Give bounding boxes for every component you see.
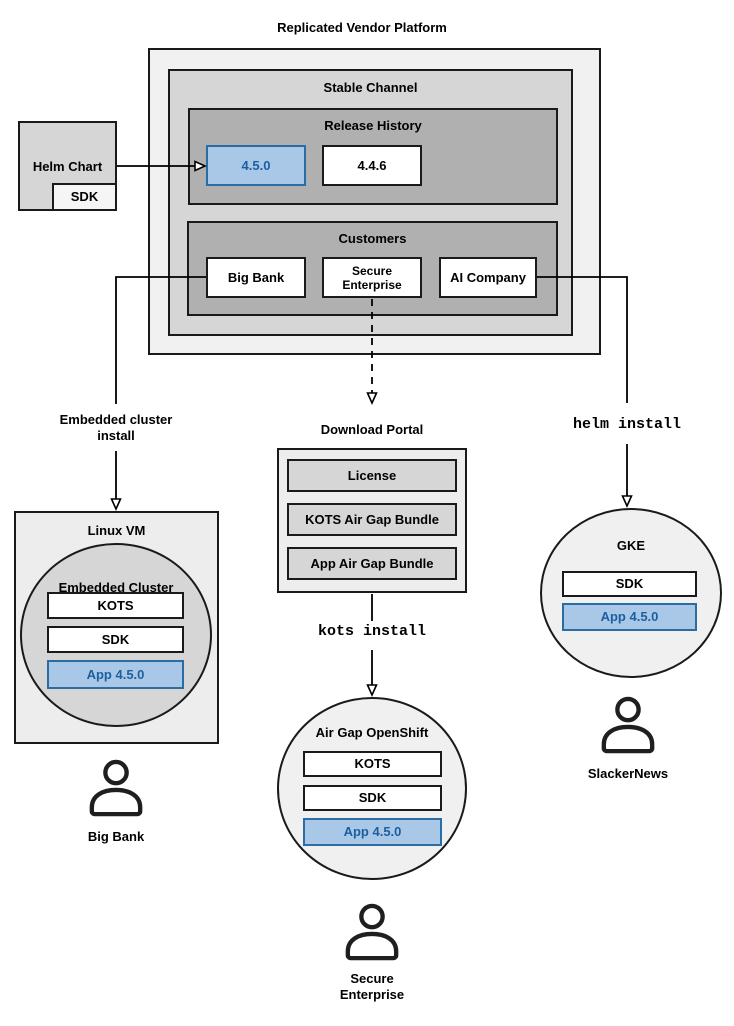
openshift-sdk-label: SDK xyxy=(358,790,387,805)
release-446-box: 4.4.6 xyxy=(322,145,422,186)
customers-label: Customers xyxy=(338,231,407,246)
customers-box: Customers Big Bank Secure Enterprise AI … xyxy=(187,221,558,316)
gke-sdk-label: SDK xyxy=(615,576,644,591)
gke-circle: GKE SDK App 4.5.0 xyxy=(540,508,722,678)
customer-big-bank-box: Big Bank xyxy=(206,257,306,298)
customer-secure-enterprise-box: Secure Enterprise xyxy=(322,257,422,298)
portal-app-bundle-box: App Air Gap Bundle xyxy=(287,547,457,580)
portal-kots-bundle-label: KOTS Air Gap Bundle xyxy=(305,511,439,527)
big-bank-user-icon xyxy=(89,759,143,817)
big-bank-user-label: Big Bank xyxy=(87,829,145,844)
download-portal-label: Download Portal xyxy=(320,422,424,437)
openshift-app-label: App 4.5.0 xyxy=(343,824,402,839)
airgap-openshift-circle: Air Gap OpenShift KOTS SDK App 4.5.0 xyxy=(277,697,467,880)
openshift-kots-label: KOTS xyxy=(354,756,391,771)
customer-secure-enterprise-label: Secure Enterprise xyxy=(342,263,402,292)
portal-kots-bundle-box: KOTS Air Gap Bundle xyxy=(287,503,457,536)
helm-install-command: helm install xyxy=(572,416,682,433)
gke-sdk-box: SDK xyxy=(562,571,697,597)
embedded-kots-label: KOTS xyxy=(97,597,134,613)
kots-install-command: kots install xyxy=(317,623,427,640)
portal-app-bundle-label: App Air Gap Bundle xyxy=(310,555,434,571)
portal-license-label: License xyxy=(347,467,397,483)
helm-chart-label: Helm Chart xyxy=(32,159,103,174)
diagram-title: Replicated Vendor Platform xyxy=(277,20,447,35)
customer-ai-company-box: AI Company xyxy=(439,257,537,298)
portal-license-box: License xyxy=(287,459,457,492)
embedded-install-label: Embedded cluster install xyxy=(59,412,173,443)
embedded-sdk-box: SDK xyxy=(47,626,184,653)
linux-vm-label: Linux VM xyxy=(87,523,146,538)
release-446-label: 4.4.6 xyxy=(357,157,387,173)
embedded-kots-box: KOTS xyxy=(47,592,184,619)
openshift-sdk-box: SDK xyxy=(303,785,442,811)
slackernews-user-label: SlackerNews xyxy=(587,766,669,781)
airgap-openshift-label: Air Gap OpenShift xyxy=(315,725,429,740)
release-450-box: 4.5.0 xyxy=(206,145,306,186)
slackernews-user-icon xyxy=(601,696,655,754)
embedded-cluster-circle: Embedded Cluster KOTS SDK App 4.5.0 xyxy=(20,543,212,727)
linux-vm-box: Linux VM Embedded Cluster KOTS SDK App 4… xyxy=(14,511,219,744)
stable-channel-label: Stable Channel xyxy=(323,80,418,95)
embedded-app-box: App 4.5.0 xyxy=(47,660,184,689)
secure-enterprise-user-label: Secure Enterprise xyxy=(339,971,405,1002)
gke-app-label: App 4.5.0 xyxy=(600,609,659,624)
embedded-sdk-label: SDK xyxy=(101,631,130,647)
gke-app-box: App 4.5.0 xyxy=(562,603,697,631)
customer-big-bank-label: Big Bank xyxy=(227,269,285,285)
secure-enterprise-user-icon xyxy=(345,903,399,961)
embedded-app-label: App 4.5.0 xyxy=(86,666,145,682)
helm-chart-sdk-label: SDK xyxy=(70,189,99,204)
download-portal-box: License KOTS Air Gap Bundle App Air Gap … xyxy=(277,448,467,593)
helm-chart-box: Helm Chart SDK xyxy=(18,121,117,211)
release-history-label: Release History xyxy=(324,118,422,133)
helm-chart-sdk-box: SDK xyxy=(52,183,117,211)
customer-ai-company-label: AI Company xyxy=(450,269,526,285)
release-450-label: 4.5.0 xyxy=(241,157,271,173)
stable-channel-box: Stable Channel Release History 4.5.0 4.4… xyxy=(168,69,573,336)
openshift-app-box: App 4.5.0 xyxy=(303,818,442,846)
vendor-platform-box: Stable Channel Release History 4.5.0 4.4… xyxy=(148,48,601,355)
release-history-box: Release History 4.5.0 4.4.6 xyxy=(188,108,558,205)
embedded-cluster-label: Embedded Cluster xyxy=(58,580,174,595)
openshift-kots-box: KOTS xyxy=(303,751,442,777)
gke-label: GKE xyxy=(616,538,646,553)
